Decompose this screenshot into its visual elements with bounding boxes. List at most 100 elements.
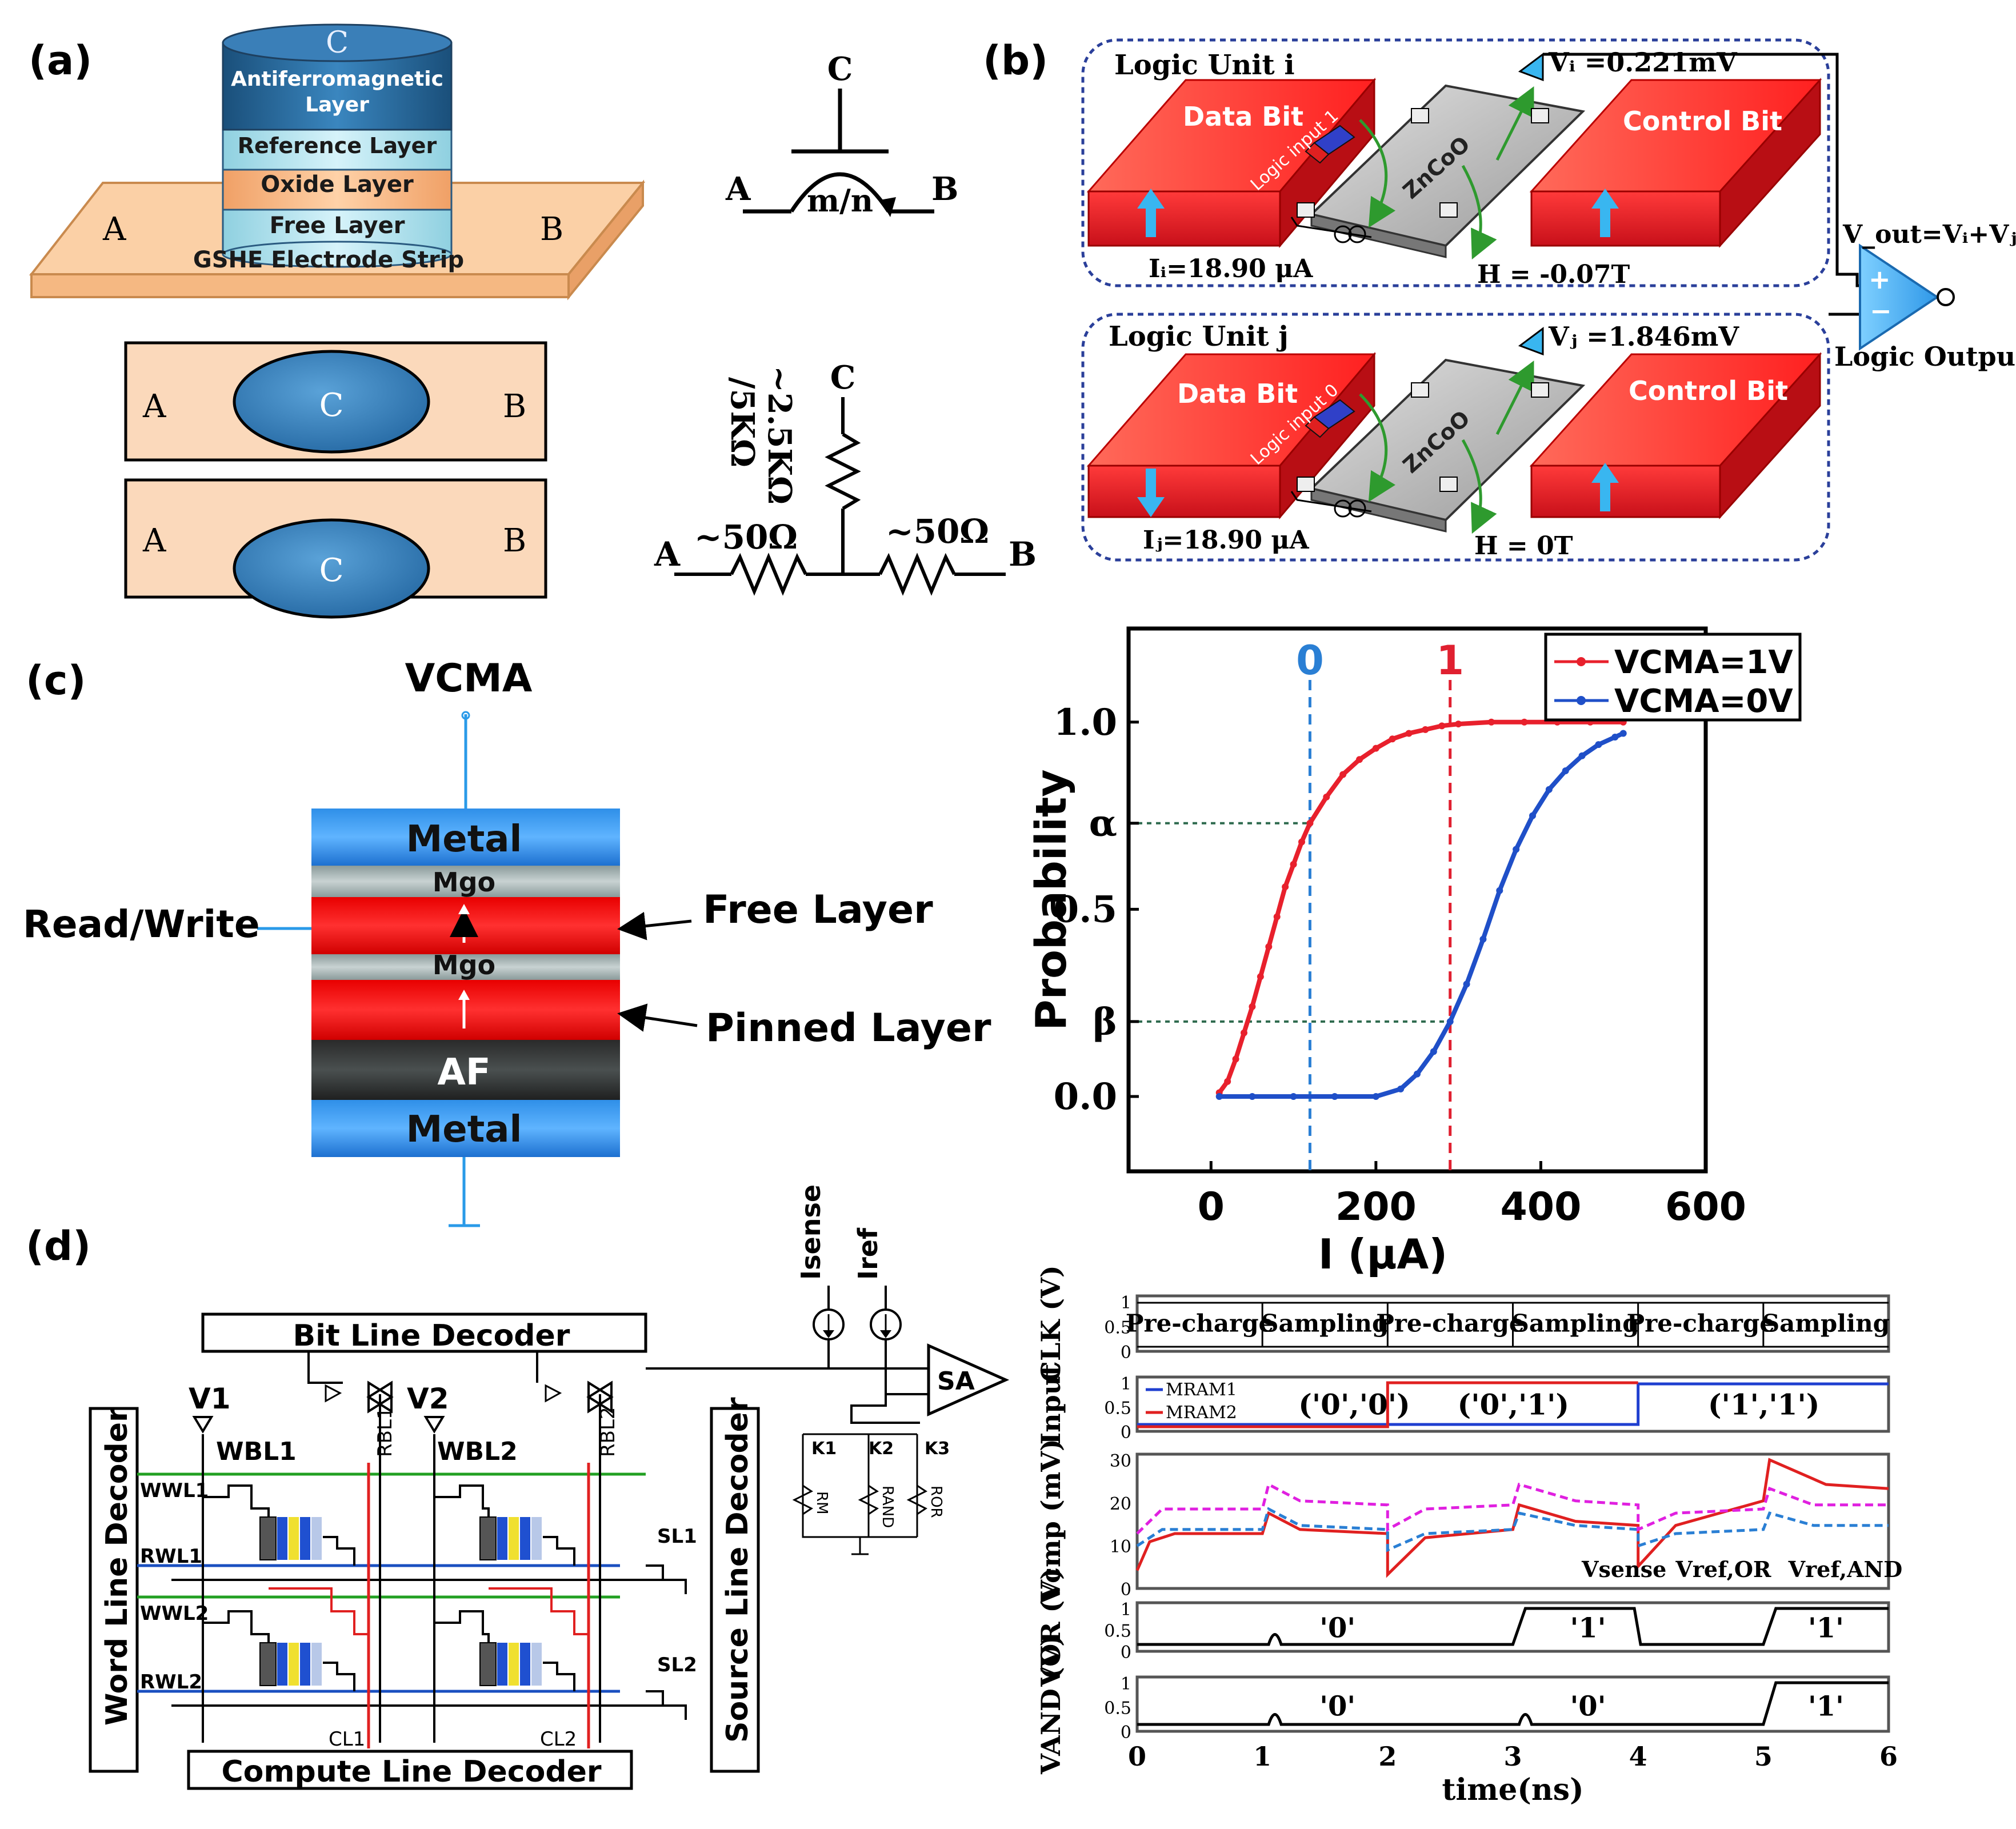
legend-label-0: VCMA=1V: [1614, 644, 1793, 681]
free-layer-pointer: [617, 911, 692, 940]
timing-ylabel-Input: Input: [1035, 1363, 1066, 1445]
vsense-curve: [1135, 1458, 1889, 1578]
ytick-label: 0.5: [1054, 888, 1117, 931]
unit-i-data-bit: Data Bit: [1183, 101, 1303, 132]
series-0-point: [1323, 793, 1330, 801]
series-1-point: [1496, 887, 1503, 894]
word-line-decoder: [89, 1407, 139, 1773]
series-0-point: [1422, 726, 1429, 733]
series-1-point: [1397, 1085, 1405, 1092]
input-mram2: [1137, 1381, 1638, 1428]
ror-label: ROR: [927, 1486, 945, 1518]
xtick-label: 400: [1500, 1184, 1581, 1230]
compute-transistors: [269, 1587, 589, 1635]
sa-label: SA: [937, 1367, 975, 1396]
v2-label: V2: [407, 1382, 449, 1415]
vcma-node: [461, 711, 470, 720]
resistor-left-value: ~50Ω: [694, 518, 798, 557]
resistor-vertical-1: ~2.5KΩ: [761, 366, 798, 505]
v1-source: [192, 1416, 214, 1434]
mtj-cell-11: [259, 1516, 322, 1560]
layer-free: [311, 897, 620, 954]
timing-ylabel-VAND: VAND (V): [1035, 1634, 1066, 1775]
tg1-inverter: [325, 1384, 342, 1403]
series-0-point: [1405, 730, 1413, 737]
compute-line-decoder: [187, 1750, 633, 1790]
iref-arrowhead: [880, 1330, 891, 1338]
panel-d-label: (d): [26, 1223, 91, 1270]
resistor-a: A: [654, 535, 681, 574]
layer-oxide: Oxide Layer: [261, 171, 414, 198]
symbol-c: C: [827, 50, 853, 88]
series-line-1: [1219, 731, 1625, 1099]
wbl1-label: WBL1: [216, 1437, 297, 1466]
series-0-point: [1224, 1078, 1231, 1085]
timing-ytick: 1: [1121, 1674, 1131, 1694]
mtj-cell-12: [479, 1516, 542, 1560]
vcmp-legend-vref-and: Vref,AND: [1788, 1556, 1903, 1582]
timing-ylabel-Vcmp: Vcmp (mV): [1035, 1439, 1066, 1604]
series-1-point: [1479, 935, 1487, 943]
legend-marker-1: [1577, 696, 1586, 705]
isense-label: Isense: [795, 1184, 826, 1280]
symbol-a: A: [725, 170, 751, 208]
mtj-cylinder: [222, 23, 453, 268]
input-state: ('0','0'): [1298, 1388, 1410, 1422]
series-0-point: [1487, 718, 1495, 726]
rand-label: RAND: [879, 1486, 896, 1528]
symbol-b: B: [931, 170, 958, 208]
k3-label: K3: [925, 1439, 950, 1459]
strip-left-label: A: [102, 211, 126, 248]
topview-2-ellipse: [233, 518, 430, 619]
tg2-inverter: [545, 1384, 562, 1403]
mtj-cell-21: [259, 1642, 322, 1686]
series-0-point: [1372, 745, 1379, 752]
resistor-b: B: [1009, 535, 1037, 574]
timing-xtick: 6: [1879, 1741, 1898, 1772]
topview-1-c: C: [319, 387, 344, 424]
amp-logic-output: Logic Output: [1834, 341, 2016, 372]
marker-label-0: 0: [1296, 637, 1324, 684]
timing-xtick: 0: [1128, 1741, 1146, 1772]
vand-state: '1': [1808, 1691, 1844, 1723]
vand-state: '0': [1570, 1691, 1606, 1723]
rwl1-label: RWL1: [140, 1545, 202, 1568]
layer-reference: Reference Layer: [238, 133, 437, 158]
clk-phase: Pre-charge: [1627, 1310, 1775, 1338]
stack-top-letter: C: [326, 26, 349, 60]
clk-phase: Sampling: [1511, 1310, 1639, 1338]
source-line-decoder: [710, 1407, 760, 1773]
wwl1-label: WWL1: [140, 1479, 209, 1502]
symbol-arrow: [880, 197, 896, 217]
series-1-point: [1446, 1018, 1454, 1025]
series-0-point: [1438, 722, 1446, 730]
layer-antiferromagnetic: Antiferromagnetic: [231, 67, 443, 91]
panel-b-label: (b): [983, 37, 1048, 84]
y-axis-label: Probability: [1027, 769, 1076, 1030]
isense-arrowhead: [823, 1330, 834, 1338]
timing-ytick: 0.5: [1104, 1318, 1131, 1338]
gshe-strip-side: [30, 273, 570, 298]
input-state: ('0','1'): [1458, 1388, 1570, 1422]
vref-or-curve: [1136, 1507, 1889, 1552]
vor-state: '1': [1570, 1612, 1606, 1644]
legend-marker-0: [1577, 657, 1586, 666]
v2-source: [423, 1416, 445, 1434]
amp-minus: −: [1870, 295, 1892, 326]
series-line-0: [1217, 719, 1623, 1094]
series-1-point: [1215, 1092, 1223, 1100]
topview-2-b: B: [503, 522, 526, 559]
vref-and-curve: [1136, 1482, 1889, 1535]
unit-j-voltage: Vⱼ =1.846mV: [1548, 321, 1739, 352]
strip-right-label: B: [540, 211, 563, 248]
timing-xtick: 4: [1629, 1741, 1647, 1772]
vor-state: '0': [1319, 1612, 1355, 1644]
series-1-point: [1463, 980, 1470, 988]
sl2-label: SL2: [657, 1654, 697, 1676]
iref-label: Iref: [853, 1227, 883, 1280]
input-legend-mram1: MRAM1: [1166, 1380, 1237, 1400]
layer-metal-bottom: [311, 1100, 620, 1157]
series-0-point: [1455, 721, 1462, 728]
